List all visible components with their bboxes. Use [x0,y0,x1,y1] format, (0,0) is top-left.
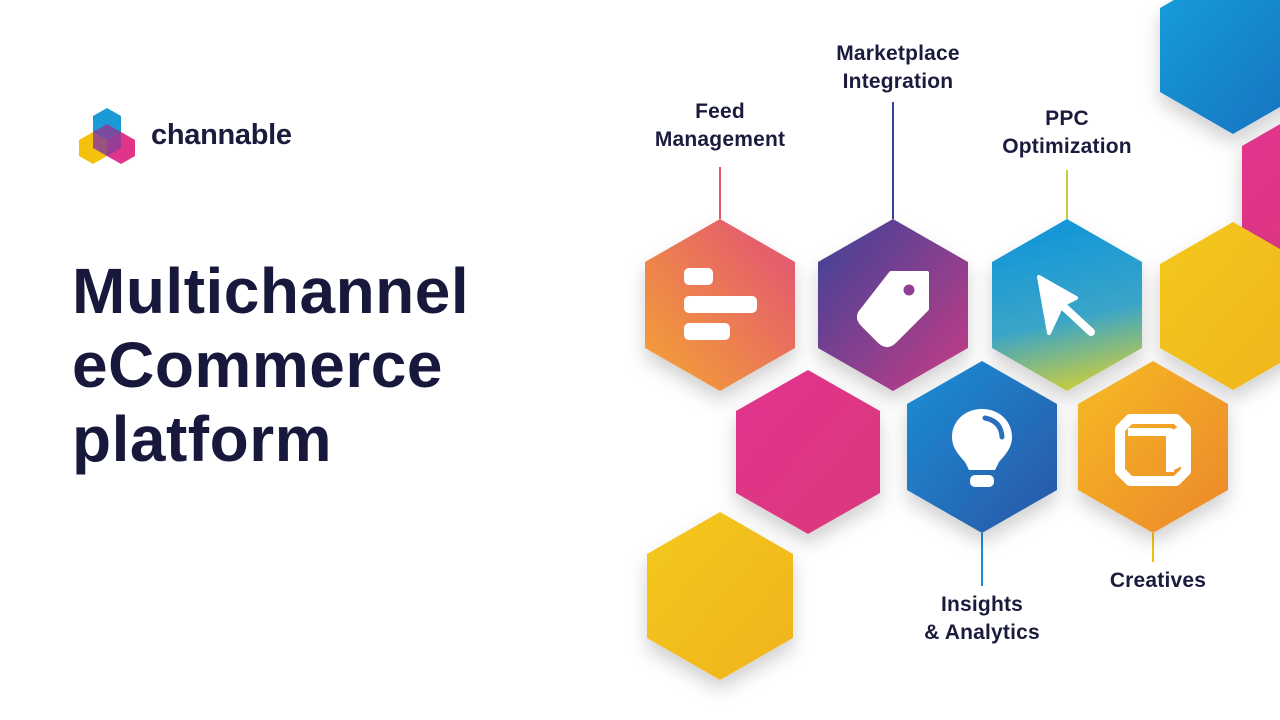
creatives-hex [1078,361,1228,533]
deco-hex-yellow-bottom [647,512,793,680]
insights-analytics-hex [907,361,1057,533]
cube-icon [1115,414,1191,486]
feed-management-label: Feed Management [654,100,786,151]
deco-hex-pink-left [736,370,880,534]
cursor-icon [1037,275,1095,336]
insights-analytics-label: Insights & Analytics [924,593,1040,644]
channable-logo [79,108,135,164]
deco-hex-pink-right [1242,124,1280,252]
ppc-optimization-hex [992,219,1142,391]
deco-hex-blue-top [1160,0,1280,134]
lightbulb-icon [952,409,1012,487]
creatives-label: Creatives [1109,569,1207,592]
marketplace-integration-hex [818,219,968,391]
tag-icon [857,271,929,347]
brand-name: channable [151,119,292,151]
headline-line-1: Multichannel [72,255,470,327]
headline-line-3: platform [72,403,332,475]
ppc-optimization-label: PPC Optimization [1002,107,1132,158]
bars-icon [684,268,757,340]
deco-hex-yellow-right [1160,222,1280,390]
marketplace-integration-label: Marketplace Integration [836,42,960,93]
feed-management-hex [645,219,795,391]
headline-line-2: eCommerce [72,329,443,401]
page-headline: Multichannel eCommerce platform [72,254,469,476]
